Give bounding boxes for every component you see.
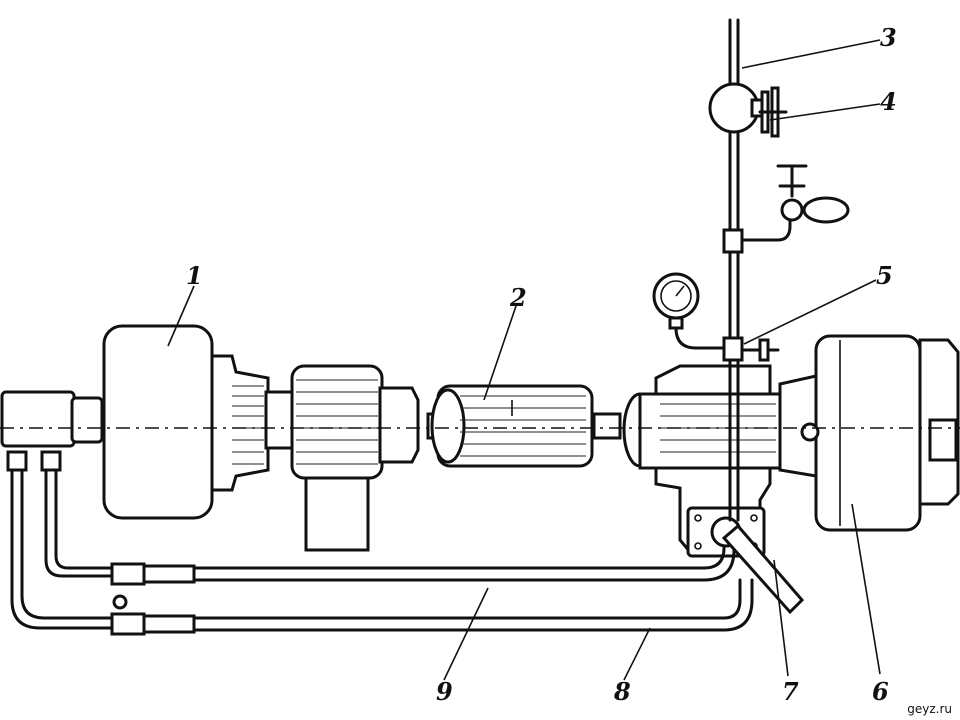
callout-8: 8 [613, 677, 631, 706]
callout-3: 3 [880, 23, 897, 52]
pressure-gauge [652, 272, 730, 350]
callout-4: 4 [880, 87, 897, 116]
load-unit-6 [778, 334, 960, 532]
branch-valve [722, 164, 850, 254]
pump-housing [622, 364, 782, 558]
pipe-8 [6, 450, 754, 636]
leader-lines [167, 39, 881, 681]
lever-7 [721, 523, 805, 615]
bearing-support [290, 364, 420, 552]
callout-9: 9 [436, 677, 453, 706]
test-shaft-2 [426, 384, 622, 468]
callout-5: 5 [876, 261, 893, 290]
callout-7: 7 [782, 677, 799, 706]
callout-1: 1 [186, 261, 203, 290]
pipe-9 [44, 450, 736, 586]
callout-2: 2 [509, 283, 527, 312]
callout-6: 6 [872, 677, 889, 706]
valve-3 [708, 82, 764, 134]
handwheel-4 [758, 86, 788, 138]
watermark: geyz.ru [907, 702, 952, 716]
valve-5 [722, 336, 780, 362]
